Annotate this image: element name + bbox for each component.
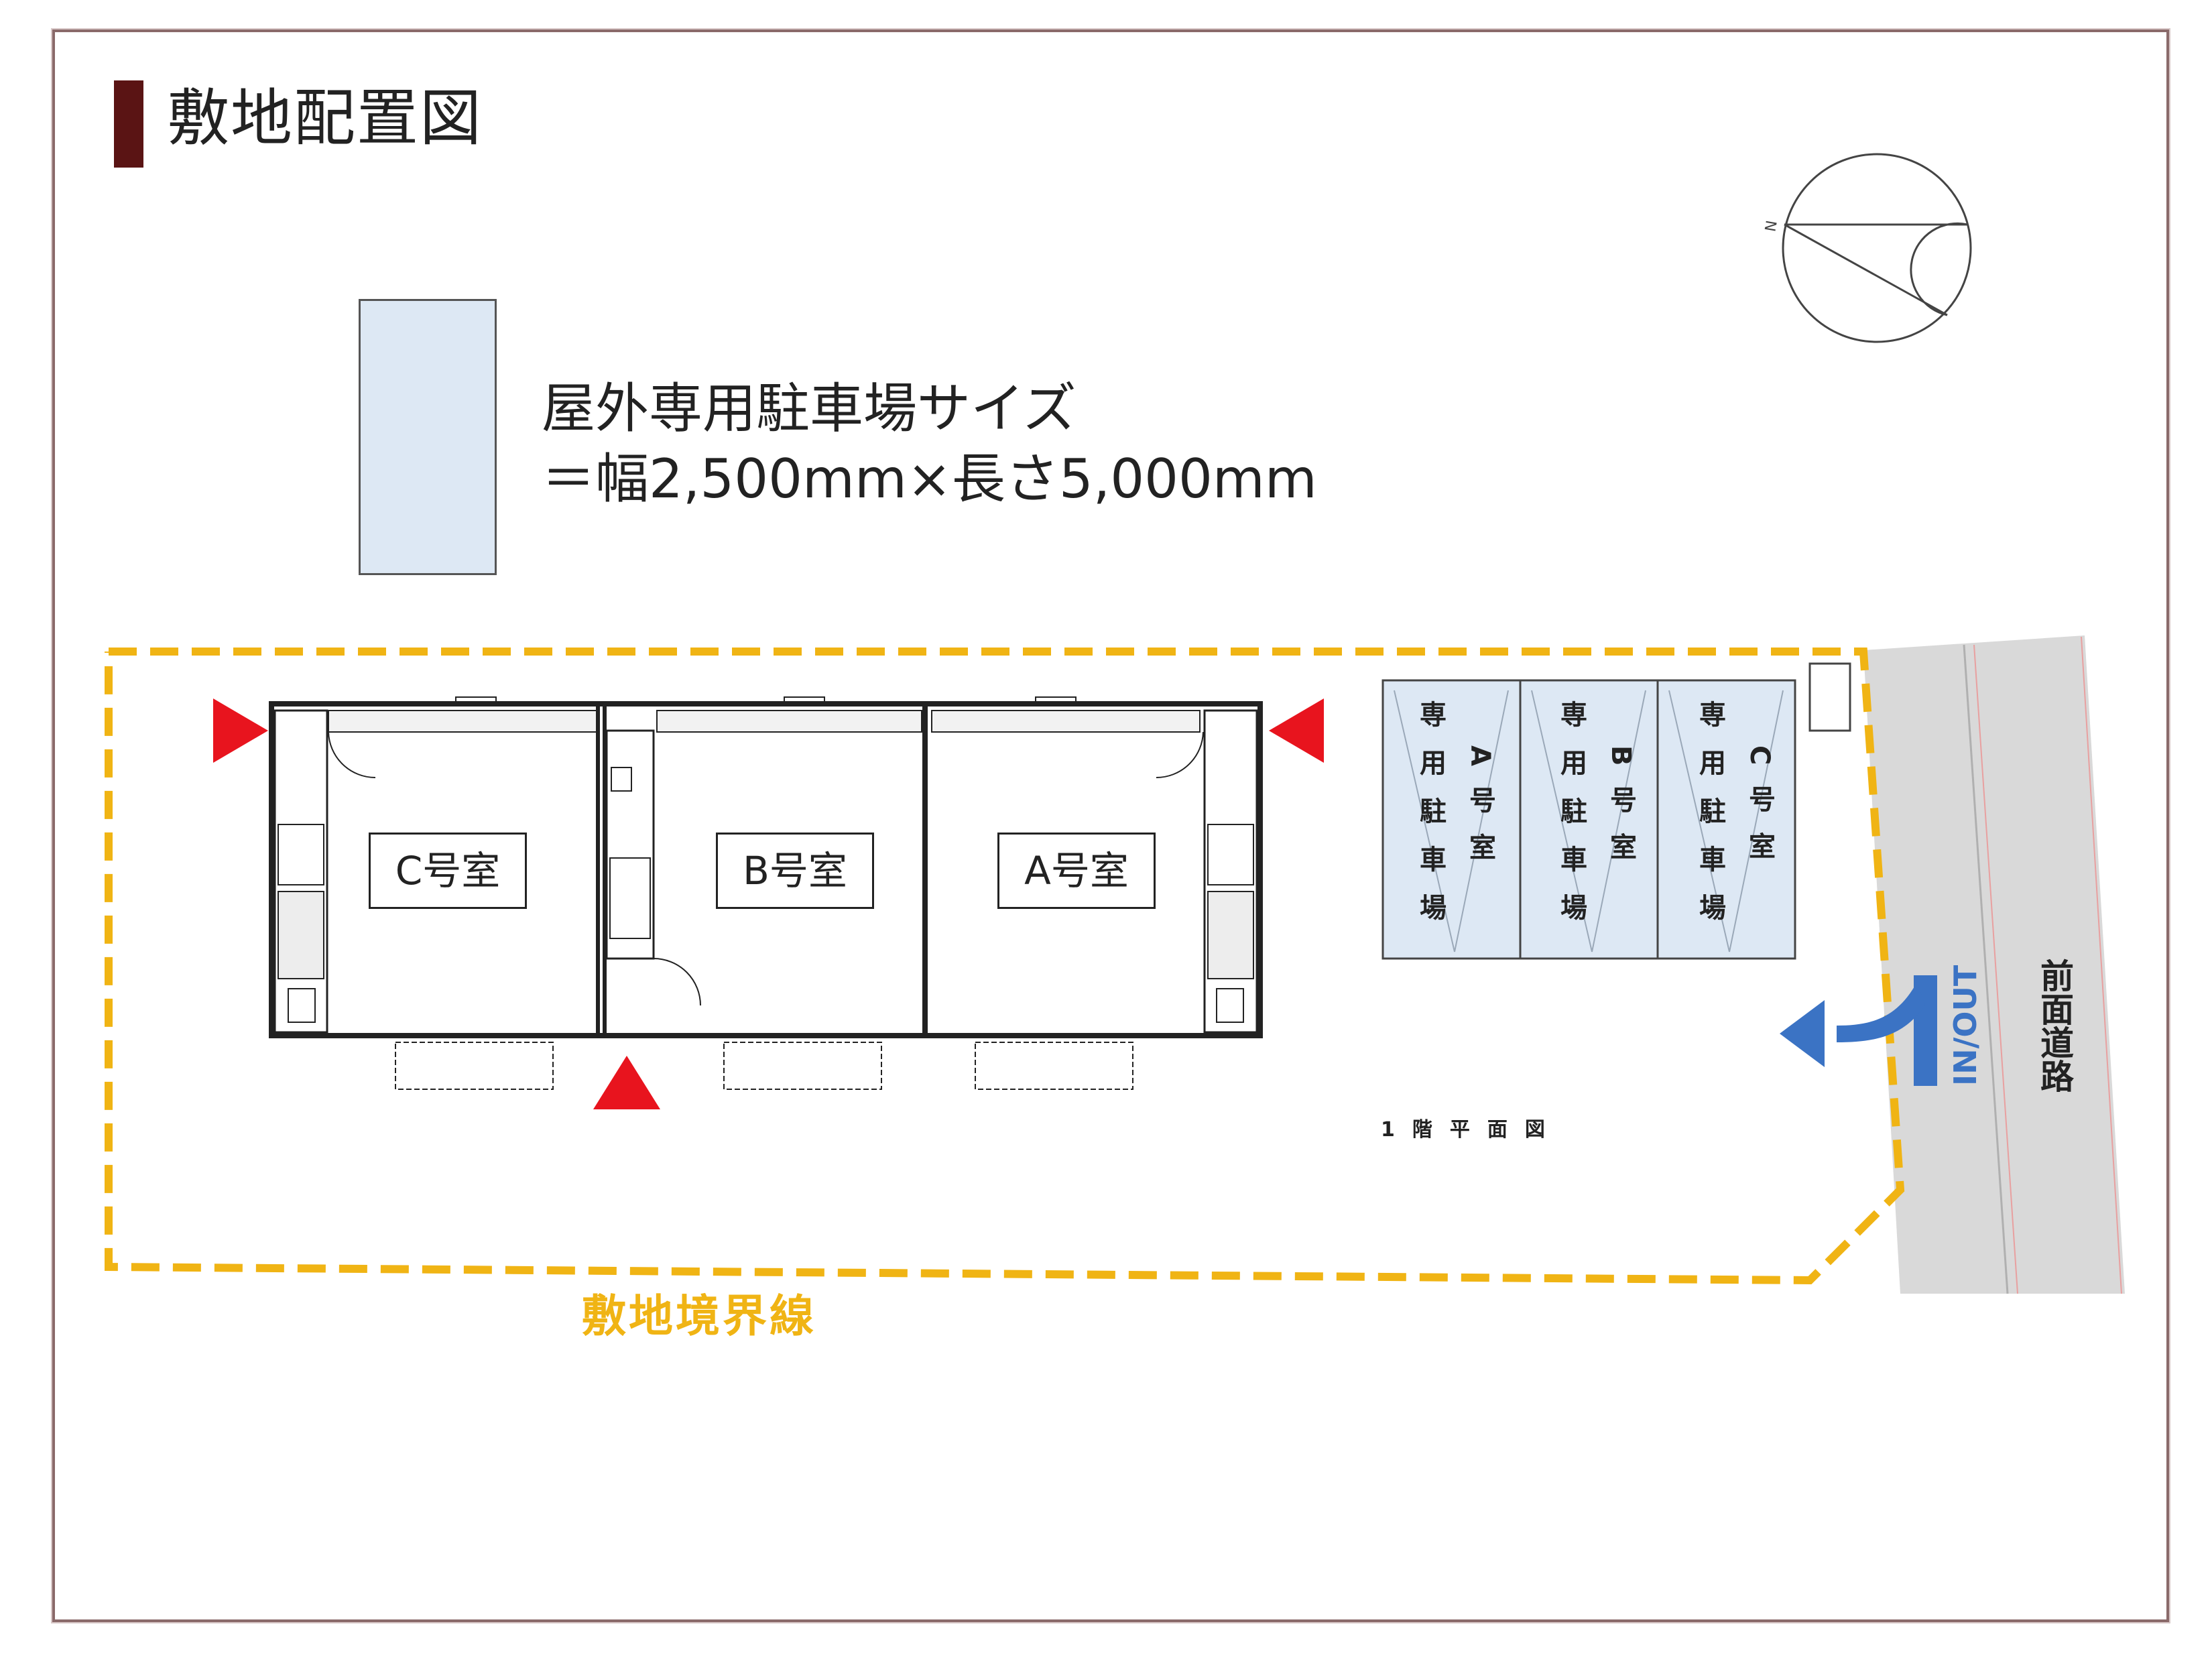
parking-c-usage: 専用駐車場 xyxy=(1695,700,1725,942)
in-out-label: IN/OUT xyxy=(1947,965,1983,1086)
parking-b-usage: 専用駐車場 xyxy=(1556,700,1587,942)
red-triangle-icon xyxy=(593,1056,660,1109)
room-a-label: A号室 xyxy=(997,833,1156,909)
parking-c-room: C号室 xyxy=(1744,745,1775,879)
front-road-label: 前面道路 xyxy=(2035,959,2074,1093)
red-triangle-icon xyxy=(213,698,268,763)
title-accent-bar xyxy=(114,80,143,168)
parking-size-dimensions: ＝幅2,500mm×長さ5,000mm xyxy=(542,448,1317,510)
parking-size-swatch xyxy=(359,299,497,575)
slide-frame xyxy=(52,29,2169,1622)
compass-north-label: N xyxy=(1762,219,1780,233)
parking-size-heading: 屋外専用駐車場サイズ xyxy=(542,377,1077,440)
parking-a-room: A号室 xyxy=(1465,745,1495,880)
room-c-label: C号室 xyxy=(369,833,527,909)
parking-b-room: B号室 xyxy=(1605,745,1636,880)
floor-plan-label: 1階平面図 xyxy=(1381,1118,1562,1142)
site-boundary-line xyxy=(105,648,1905,1285)
building-outline xyxy=(269,696,1263,1090)
parking-a-usage: 専用駐車場 xyxy=(1415,700,1446,942)
page-title: 敷地配置図 xyxy=(168,82,483,154)
red-triangle-icon xyxy=(1269,698,1324,763)
parking-area xyxy=(1381,662,1851,960)
entrance-markers xyxy=(213,698,1324,1109)
front-road xyxy=(1863,635,2125,1294)
site-boundary-label: 敷地境界線 xyxy=(582,1290,816,1342)
in-out-arrow-icon xyxy=(1780,975,1937,1086)
room-b-label: B号室 xyxy=(716,833,874,909)
compass-north-icon xyxy=(1782,153,1972,343)
